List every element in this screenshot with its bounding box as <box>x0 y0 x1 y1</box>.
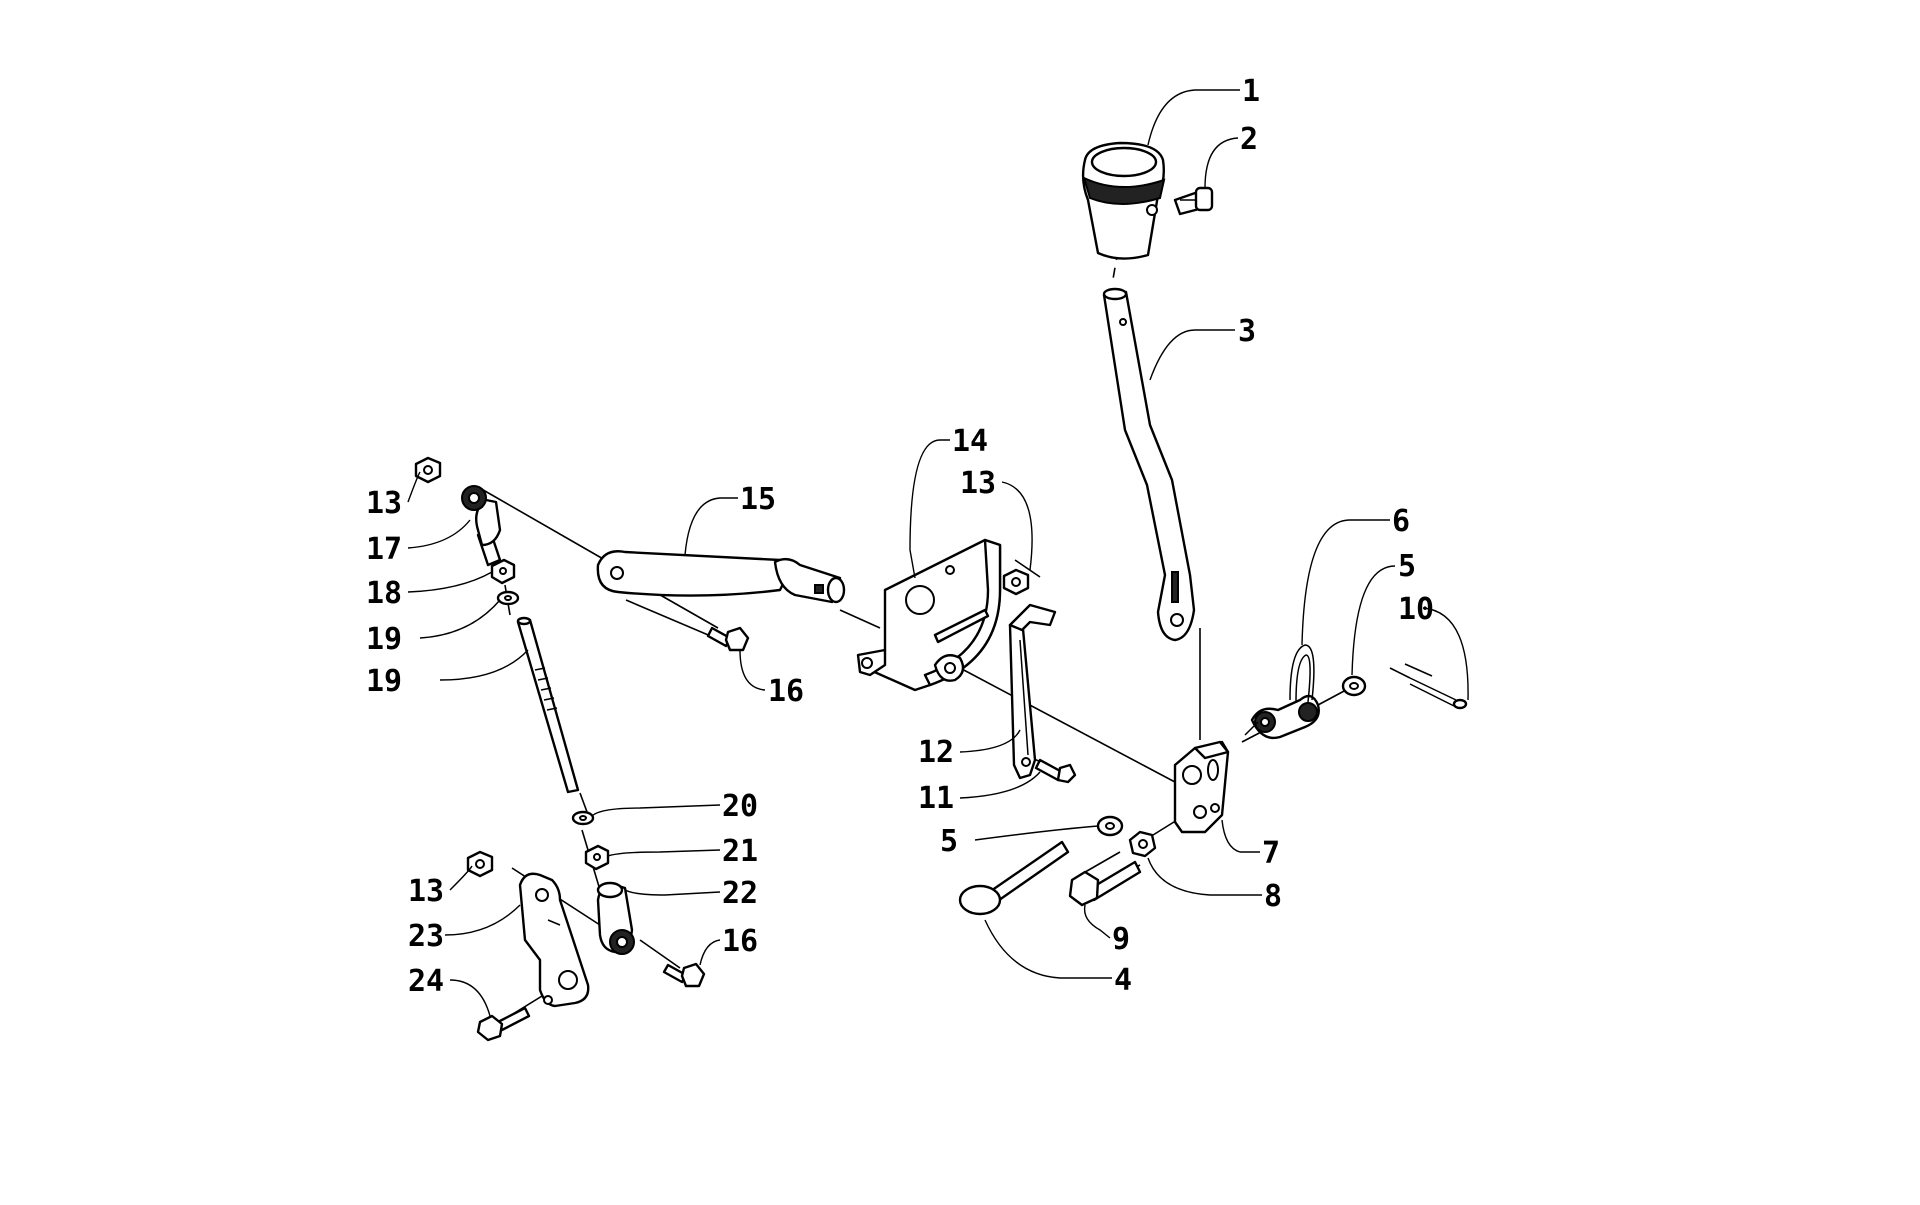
part-5-washer-right <box>1341 675 1367 697</box>
part-11-screw <box>1034 758 1077 784</box>
callout-11: 11 <box>918 781 954 816</box>
callout-5-right: 5 <box>1398 549 1416 584</box>
callout-10: 10 <box>1398 592 1434 627</box>
callout-labels: 1 2 3 4 5 5 6 7 8 9 10 11 12 13 13 13 14… <box>366 74 1434 999</box>
callout-22: 22 <box>722 876 758 911</box>
part-15-shift-arm <box>596 550 846 604</box>
part-20-rod <box>516 616 580 794</box>
part-2-set-screw <box>1173 186 1214 216</box>
part-16-bolt-lower <box>662 962 706 988</box>
callout-21: 21 <box>722 834 758 869</box>
callout-23: 23 <box>408 919 444 954</box>
callout-1: 1 <box>1242 74 1260 109</box>
callout-2: 2 <box>1240 122 1258 157</box>
part-23-link-plate <box>518 872 590 1008</box>
part-17-rod-end-upper <box>461 485 502 567</box>
part-5-washer-left <box>1096 815 1124 837</box>
callout-12: 12 <box>918 735 954 770</box>
callout-16-upper: 16 <box>768 674 804 709</box>
part-13-nut-middle <box>1002 568 1030 596</box>
callout-24: 24 <box>408 964 444 999</box>
part-18-nut <box>490 558 516 585</box>
part-19-washer-lower <box>571 810 595 826</box>
part-13-nut-bottom-left <box>466 850 494 878</box>
callout-19-upper: 19 <box>366 622 402 657</box>
callout-6: 6 <box>1392 504 1410 539</box>
callout-13-bottom-left: 13 <box>408 874 444 909</box>
part-3-shift-lever <box>1102 287 1196 642</box>
part-4-pin <box>958 840 1070 916</box>
part-12-strap-bracket <box>1008 603 1057 780</box>
part-8-nut <box>1128 830 1157 858</box>
callout-16-lower: 16 <box>722 924 758 959</box>
part-10-cotter-pin <box>1409 677 1468 710</box>
part-1-shift-knob <box>1081 141 1166 260</box>
part-13-nut-top-left <box>414 456 442 484</box>
callout-8: 8 <box>1264 879 1282 914</box>
callout-18: 18 <box>366 576 402 611</box>
callout-5-left: 5 <box>940 824 958 859</box>
callout-13-top-left: 13 <box>366 486 402 521</box>
callout-7: 7 <box>1262 836 1280 871</box>
part-24-screw <box>476 1006 531 1042</box>
part-16-bolt-upper <box>706 626 750 652</box>
part-22-rod-end-lower <box>596 881 635 955</box>
part-6-spring <box>1244 644 1320 740</box>
part-9-bolt <box>1068 860 1142 907</box>
callout-13-middle: 13 <box>960 466 996 501</box>
callout-9: 9 <box>1112 922 1130 957</box>
part-19-washer-upper <box>496 590 520 606</box>
part-21-nut <box>584 844 610 871</box>
callout-20: 19 <box>366 664 402 699</box>
callout-3: 3 <box>1238 314 1256 349</box>
callout-4: 4 <box>1114 963 1132 998</box>
callout-15: 15 <box>740 482 776 517</box>
leader-lines <box>407 89 1469 1017</box>
callout-14: 14 <box>952 424 988 459</box>
part-14-mounting-plate <box>856 538 1002 692</box>
callout-17: 17 <box>366 532 402 567</box>
part-7-bracket <box>1173 740 1230 834</box>
callout-19-lower: 20 <box>722 789 758 824</box>
